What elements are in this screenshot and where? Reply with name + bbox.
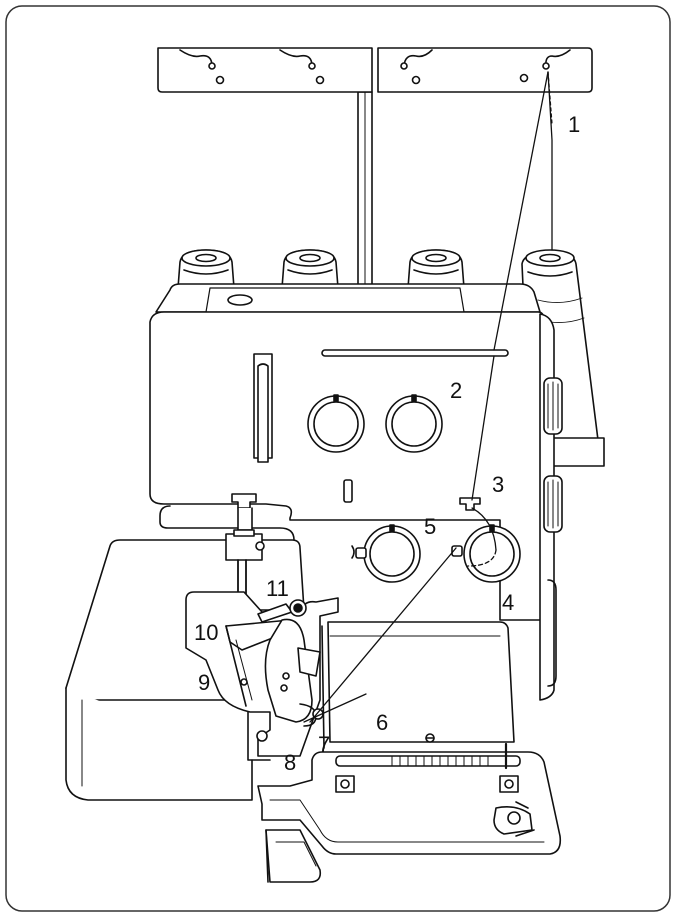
thread-path (303, 71, 553, 723)
callout-labels: 1 2 3 4 5 6 7 8 9 10 11 (194, 112, 580, 775)
side-knob-lower (543, 475, 563, 533)
indicator-slot (343, 479, 353, 503)
cone-2 (281, 249, 339, 289)
bed-plate (257, 742, 562, 883)
label-10: 10 (194, 620, 218, 645)
free-arm-table (65, 539, 305, 801)
knob-11 (289, 599, 307, 617)
front-cover (321, 621, 515, 749)
side-knob-upper (543, 377, 563, 435)
tension-dial-5 (351, 524, 421, 583)
top-slot (321, 349, 509, 357)
tension-dial-4 (451, 524, 521, 583)
thread-stand (157, 47, 593, 289)
thread-guide-3 (459, 497, 481, 511)
thread-cones (177, 249, 605, 467)
label-6: 6 (376, 710, 388, 735)
label-4: 4 (502, 590, 514, 615)
lower-looper (240, 618, 321, 727)
tension-dial-1 (307, 394, 365, 453)
label-8: 8 (284, 750, 296, 775)
oil-hole (227, 294, 253, 306)
label-2: 2 (450, 378, 462, 403)
label-11: 11 (266, 576, 289, 601)
thread-guide-hooks (179, 49, 571, 85)
label-3: 3 (492, 472, 504, 497)
machine-body (149, 283, 563, 701)
label-5: 5 (424, 514, 436, 539)
label-1: 1 (568, 112, 580, 137)
cone-1 (177, 249, 235, 289)
presser-bar-guide (253, 353, 273, 463)
cone-3 (407, 249, 465, 289)
label-9: 9 (198, 670, 210, 695)
label-7: 7 (318, 732, 330, 757)
tension-dial-2 (385, 394, 443, 453)
